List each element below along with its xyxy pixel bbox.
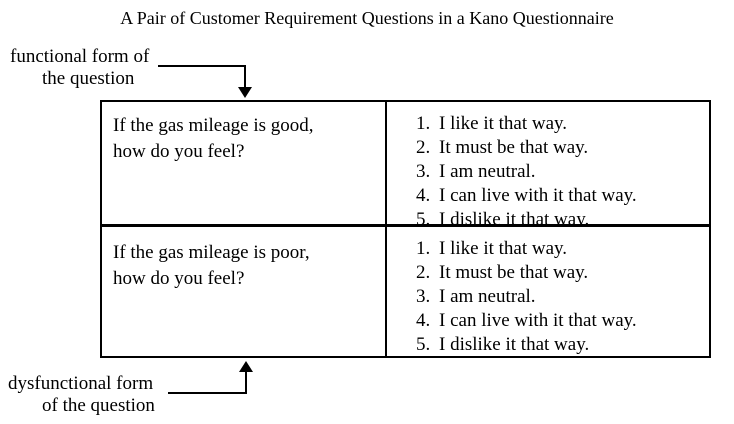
option-label: I dislike it that way. [439,334,590,355]
option-item: 5. I dislike it that way. [387,208,709,227]
option-item: 5. I dislike it that way. [387,333,709,356]
functional-connector-horizontal-line [158,65,246,67]
option-item: 4. I can live with it that way. [387,309,709,333]
dysfunctional-connector-vertical-line [245,371,247,393]
option-item: 3. I am neutral. [387,160,709,184]
dysfunctional-question-cell: If the gas mileage is poor, how do you f… [102,227,387,356]
option-label: I dislike it that way. [439,209,590,227]
dysfunctional-connector-horizontal-line [168,392,247,394]
functional-form-label: functional form of the question [10,46,149,90]
option-number: 4. [416,310,431,331]
option-label: It must be that way. [439,137,589,158]
kano-question-table: If the gas mileage is good, how do you f… [100,100,711,358]
dysfunctional-question-line2: how do you feel? [113,268,245,289]
option-label: I can live with it that way. [439,185,637,206]
option-label: I like it that way. [439,238,568,259]
option-item: 3. I am neutral. [387,285,709,309]
option-number: 2. [416,262,431,283]
dysfunctional-form-label-line2: of the question [42,395,155,416]
option-item: 2. It must be that way. [387,261,709,285]
option-number: 1. [416,238,431,259]
functional-form-label-line2: the question [42,68,135,89]
arrow-down-icon [238,87,252,98]
option-number: 5. [416,209,431,227]
dysfunctional-options-cell: 1. I like it that way. 2. It must be that … [387,227,709,356]
option-number: 1. [416,113,431,134]
option-label: I can live with it that way. [439,310,637,331]
dysfunctional-form-label: dysfunctional form of the question [8,373,155,417]
option-number: 3. [416,161,431,182]
functional-question-cell: If the gas mileage is good, how do you f… [102,102,387,227]
functional-question-line1: If the gas mileage is good, [113,115,314,136]
functional-question-line2: how do you feel? [113,141,245,162]
option-item: 1. I like it that way. [387,237,709,261]
functional-form-label-line1: functional form of [10,46,150,67]
option-number: 3. [416,286,431,307]
option-number: 2. [416,137,431,158]
option-item: 1. I like it that way. [387,112,709,136]
option-number: 5. [416,334,431,355]
functional-connector-vertical-line [244,65,246,89]
option-number: 4. [416,185,431,206]
option-label: I am neutral. [439,161,536,182]
figure-title: A Pair of Customer Requirement Questions… [120,8,614,28]
dysfunctional-form-label-line1: dysfunctional form [8,373,154,394]
option-label: It must be that way. [439,262,589,283]
functional-options-cell: 1. I like it that way. 2. It must be that … [387,102,709,227]
option-item: 4. I can live with it that way. [387,184,709,208]
arrow-up-icon [239,361,253,372]
option-label: I am neutral. [439,286,536,307]
dysfunctional-question-line1: If the gas mileage is poor, [113,242,310,263]
option-label: I like it that way. [439,113,568,134]
option-item: 2. It must be that way. [387,136,709,160]
